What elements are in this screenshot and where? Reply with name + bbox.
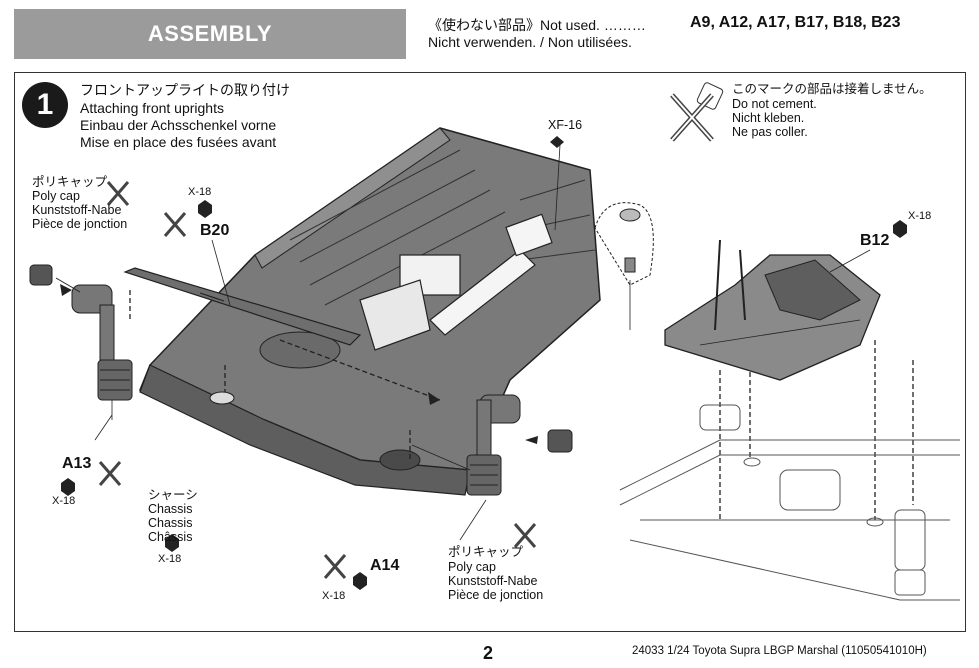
cement-note-de: Nicht kleben. <box>732 111 805 125</box>
part-label-a13: A13 <box>62 455 92 472</box>
chassis-illustration <box>138 127 601 496</box>
step-title-fr: Mise en place des fusées avant <box>80 134 277 150</box>
header-banner: ASSEMBLY <box>14 9 406 59</box>
step-panel <box>14 72 966 632</box>
chassis-label-de: Chassis <box>148 516 193 530</box>
step-number: 1 <box>22 82 68 128</box>
polycap-left-ja: ポリキャップ <box>32 175 108 189</box>
b20-part <box>123 267 362 346</box>
no-cement-icon <box>670 82 724 142</box>
x18-bolt-icons <box>61 200 907 590</box>
paint-label-xf16: XF-16 <box>548 118 583 132</box>
chassis-label-ja: シャーシ <box>148 488 198 502</box>
x18-label-b20: X-18 <box>188 186 212 198</box>
page-title: ASSEMBLY <box>147 21 273 46</box>
no-cement-mark-polycap-right <box>513 523 537 548</box>
no-cement-mark-polycap-left <box>106 181 130 206</box>
part-label-a14: A14 <box>370 557 400 574</box>
step-title-de: Einbau der Achsschenkel vorne <box>80 117 277 133</box>
step-title-en: Attaching front uprights <box>80 100 224 116</box>
polycap-right-de: Kunststoff-Nabe <box>448 574 538 588</box>
polycap-left-en: Poly cap <box>32 189 80 203</box>
detail-callout <box>594 202 654 330</box>
chassis-label-en: Chassis <box>148 502 193 516</box>
x18-label-b12: X-18 <box>908 210 932 222</box>
cement-note-ja: このマークの部品は接着しません。 <box>732 82 932 96</box>
polycap-right-ja: ポリキャップ <box>448 545 524 559</box>
part-label-b20: B20 <box>200 222 230 239</box>
step-title-ja: フロントアップライトの取り付け <box>80 82 290 98</box>
x18-label-a14: X-18 <box>322 590 346 602</box>
not-used-translations: Nicht verwenden. / Non utilisées. <box>428 34 632 50</box>
chassis-label-fr: Châssis <box>148 530 193 544</box>
cement-note-fr: Ne pas coller. <box>732 125 808 139</box>
no-cement-mark-a13 <box>98 461 122 486</box>
no-cement-mark-b20 <box>163 212 187 237</box>
b12-part <box>664 239 881 381</box>
not-used-parts: A9, A12, A17, B17, B18, B23 <box>690 14 901 31</box>
polycap-left-fr: Pièce de jonction <box>32 217 128 231</box>
x18-label-a13: X-18 <box>52 495 76 507</box>
a14-upright <box>466 394 573 496</box>
a13-upright <box>29 264 133 401</box>
footer-product-code: 24033 1/24 Toyota Supra LBGP Marshal (11… <box>632 645 927 657</box>
polycap-right-en: Poly cap <box>448 560 496 574</box>
page-number: 2 <box>483 643 494 663</box>
polycap-left-de: Kunststoff-Nabe <box>32 203 122 217</box>
not-used-label: 《使わない部品》Not used. ……… <box>428 17 646 33</box>
part-label-b12: B12 <box>860 232 890 249</box>
x18-label-chassis: X-18 <box>158 553 182 565</box>
no-cement-mark-a14 <box>323 554 347 579</box>
assembly-arrows <box>129 240 914 520</box>
polycap-right-fr: Pièce de jonction <box>448 588 544 602</box>
rear-chassis-outline <box>619 404 960 601</box>
cement-note-en: Do not cement. <box>732 97 817 111</box>
